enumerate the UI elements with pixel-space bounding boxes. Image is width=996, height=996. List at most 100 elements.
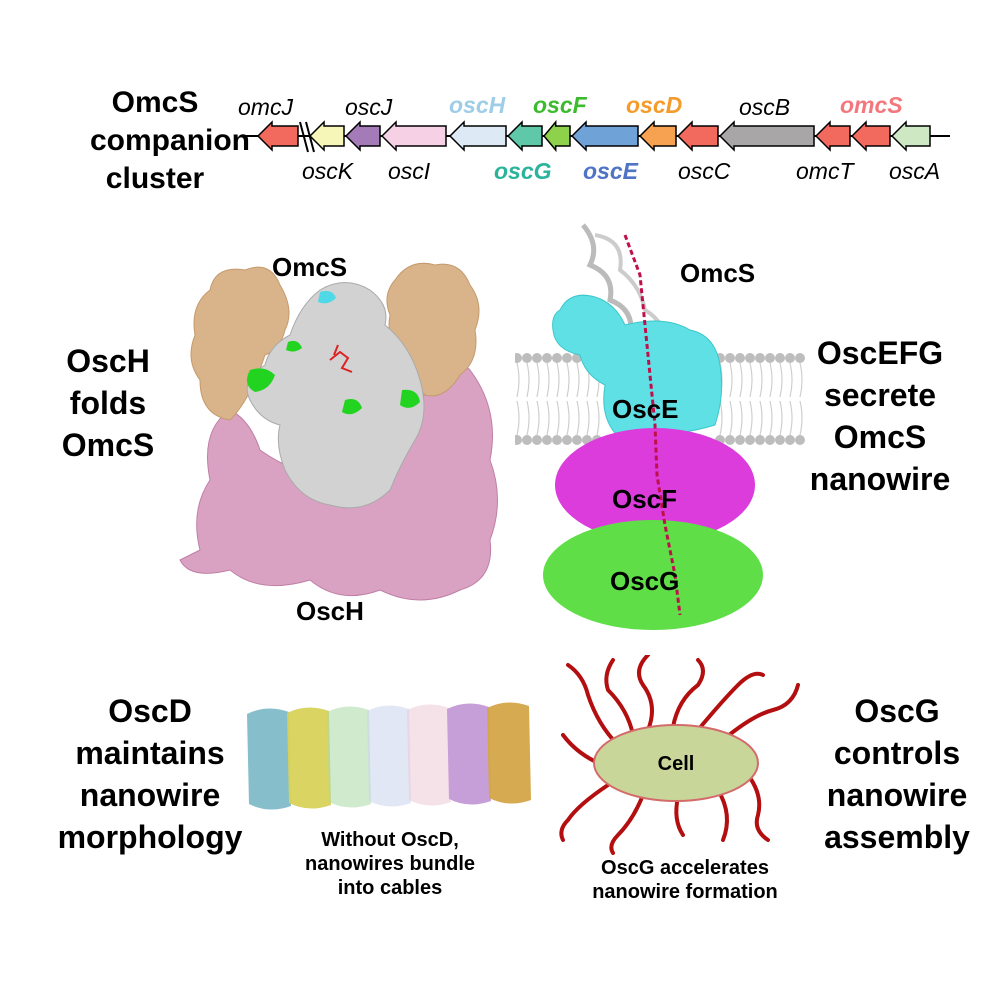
lipid-head bbox=[785, 353, 795, 363]
nanowire bbox=[696, 671, 765, 732]
oscefg-label-osce: OscE bbox=[612, 394, 679, 424]
lipid-head bbox=[785, 435, 795, 445]
nanowire bbox=[721, 683, 800, 742]
lipid-head bbox=[725, 353, 735, 363]
lipid-tail bbox=[799, 362, 803, 436]
lipid-head bbox=[745, 435, 755, 445]
osch-omcs-structure bbox=[179, 262, 498, 601]
cable-segment bbox=[287, 707, 331, 809]
gene-arrows bbox=[256, 119, 931, 153]
gene-arrow bbox=[676, 120, 719, 152]
gene-arrow bbox=[344, 120, 381, 152]
lipid-tail bbox=[729, 362, 733, 436]
nanowire bbox=[671, 658, 705, 729]
gene-label-oscH: oscH bbox=[449, 92, 506, 118]
osch-caption-line3: OmcS bbox=[61, 427, 155, 463]
oscg-subcaption-line2: nanowire formation bbox=[592, 881, 778, 903]
lipid-head bbox=[515, 435, 522, 445]
gene-label-oscI: oscI bbox=[388, 158, 431, 184]
osch-caption-line1: OscH bbox=[66, 343, 150, 379]
gene-arrow bbox=[543, 119, 571, 153]
lipid-tail bbox=[779, 362, 783, 436]
oscefg-label-oscf: OscF bbox=[612, 484, 678, 514]
gene-arrow bbox=[308, 120, 345, 152]
oscg-caption-line3: nanowire bbox=[826, 777, 968, 813]
lipid-head bbox=[765, 435, 775, 445]
lipid-tail bbox=[576, 362, 580, 436]
gene-arrow bbox=[814, 120, 851, 152]
gene-label-oscF: oscF bbox=[533, 92, 587, 118]
omcs-green-patch-2 bbox=[342, 399, 362, 415]
oscd-subcaption-line2: nanowires bundle bbox=[304, 853, 476, 875]
oscg-panel-subcaption: OscG accelerates nanowire formation bbox=[555, 856, 815, 904]
omcs-cyan-patch bbox=[318, 290, 336, 304]
lipid-tail bbox=[769, 362, 773, 436]
gene-label-oscJ: oscJ bbox=[345, 94, 393, 120]
gene-label-oscA: oscA bbox=[889, 158, 941, 184]
cluster-title-line3: cluster bbox=[105, 162, 205, 195]
nanowire bbox=[559, 783, 610, 842]
lipid-head bbox=[572, 353, 582, 363]
lipid-head bbox=[735, 435, 745, 445]
lipid-head bbox=[795, 353, 805, 363]
lipid-head bbox=[755, 353, 765, 363]
osch-panel-label-omcs: OmcS bbox=[272, 252, 348, 282]
lipid-head bbox=[755, 435, 765, 445]
lipid-head bbox=[725, 435, 735, 445]
oscd-caption-line3: nanowire bbox=[79, 777, 221, 813]
lipid-head bbox=[515, 353, 522, 363]
lipid-tail bbox=[759, 362, 763, 436]
gene-arrow bbox=[448, 120, 507, 152]
cell-body bbox=[593, 724, 759, 802]
lipid-head bbox=[522, 435, 532, 445]
nanowire bbox=[674, 795, 685, 837]
oscefg-label-oscg: OscG bbox=[610, 566, 680, 596]
cluster-title: OmcS companion cluster bbox=[90, 84, 251, 198]
oscf-surface bbox=[555, 428, 755, 542]
lipid-head bbox=[775, 435, 785, 445]
oscd-subcaption-line3: into cables bbox=[337, 877, 443, 899]
gene-label-omcJ: omcJ bbox=[238, 94, 293, 120]
cluster-break-mark bbox=[299, 121, 309, 153]
lipid-tail bbox=[546, 362, 550, 436]
lipid-head bbox=[745, 353, 755, 363]
omcs-green-patch bbox=[246, 368, 275, 392]
lipid-tail bbox=[536, 362, 540, 436]
osch-panel-caption: OscH folds OmcS bbox=[38, 340, 178, 466]
lipid-tail bbox=[516, 362, 520, 436]
oscg-surface bbox=[543, 520, 763, 630]
cluster-title-line2: companion bbox=[90, 124, 251, 157]
lipid-tail bbox=[586, 362, 590, 436]
gene-arrow bbox=[890, 120, 931, 152]
osch-tan-left bbox=[190, 266, 290, 421]
gene-arrow bbox=[380, 120, 447, 152]
oscd-caption-line2: maintains bbox=[75, 735, 225, 771]
oscg-caption-line2: controls bbox=[833, 735, 961, 771]
lipid-head bbox=[522, 353, 532, 363]
oscd-panel-caption: OscD maintains nanowire morphology bbox=[30, 690, 270, 858]
nanowire bbox=[746, 773, 770, 842]
lipid-head bbox=[562, 353, 572, 363]
nanowire bbox=[566, 663, 620, 747]
lipid-head bbox=[795, 435, 805, 445]
cluster-title-line1: OmcS bbox=[111, 86, 199, 119]
gene-label-oscE: oscE bbox=[583, 158, 638, 184]
oscefg-caption-line2: secrete bbox=[823, 377, 937, 413]
nanowire-cable-bundle bbox=[247, 702, 531, 810]
oscefg-caption-line1: OscEFG bbox=[816, 335, 944, 371]
oscefg-caption-line4: nanowire bbox=[809, 461, 951, 497]
nanowire bbox=[609, 793, 645, 855]
gene-arrow bbox=[256, 120, 299, 152]
lipid-head bbox=[532, 353, 542, 363]
oscd-subcaption-line1: Without OscD, bbox=[321, 829, 459, 851]
oscefg-label-omcs: OmcS bbox=[680, 258, 756, 288]
lipid-tail bbox=[556, 362, 560, 436]
oscg-panel-caption: OscG controls nanowire assembly bbox=[812, 690, 982, 858]
lipid-head bbox=[532, 435, 542, 445]
oscg-caption-line4: assembly bbox=[824, 819, 970, 855]
lipid-head bbox=[765, 353, 775, 363]
gene-arrow bbox=[638, 120, 677, 152]
nanowire bbox=[637, 655, 654, 732]
cable-segment bbox=[407, 704, 451, 806]
oscd-panel-subcaption: Without OscD, nanowires bundle into cabl… bbox=[270, 828, 510, 900]
